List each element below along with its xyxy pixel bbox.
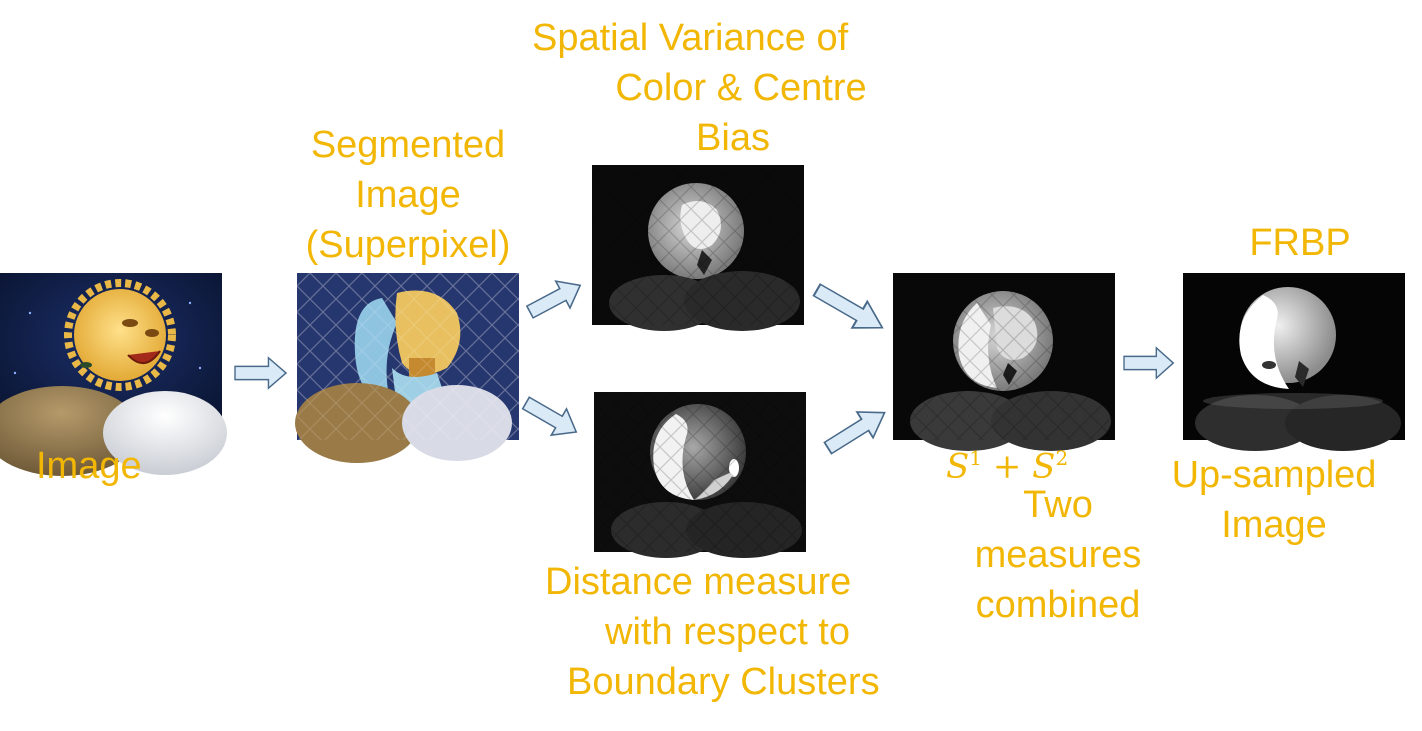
boundary-distance-saliency-map-icon	[594, 392, 806, 558]
arrow-spatial-to-combined	[808, 275, 891, 342]
arrow-input-to-segmented	[234, 357, 287, 389]
label-segmented-line-1: Segmented	[310, 124, 506, 166]
formula-sup2: 2	[1055, 446, 1069, 470]
label-two-measures-combined: Two measures combined	[960, 480, 1156, 630]
label-combined-line-1: Two	[1023, 484, 1093, 526]
formula-s1: S	[946, 446, 970, 487]
formula-sup1: 1	[969, 446, 983, 470]
label-spatial-line-1: Spatial Variance of	[532, 17, 849, 59]
superpixel-segmentation-icon	[295, 273, 519, 463]
label-upsampled-line-1: Up-sampled	[1171, 454, 1377, 496]
label-distance-line-3: Boundary Clusters	[567, 661, 880, 703]
label-segmented-line-2: Image	[355, 174, 461, 216]
combined-saliency-map-icon	[893, 273, 1115, 451]
label-spatial-line-3: Bias	[696, 117, 770, 159]
arrow-combined-to-upsampled	[1123, 347, 1175, 379]
label-upsampled-line-2: Image	[1221, 504, 1327, 546]
label-frbp: FRBP	[1249, 222, 1351, 264]
arrow-distance-to-combined	[819, 398, 894, 462]
label-distance-line-2: with respect to	[605, 611, 850, 653]
label-upsampled-image: Up-sampled Image	[1158, 450, 1390, 550]
label-spatial-variance: Spatial Variance of Color & Centre Bias	[532, 13, 882, 163]
label-segmented: Segmented Image (Superpixel)	[290, 120, 526, 270]
arrow-segmented-to-spatial	[522, 271, 589, 327]
arrow-segmented-to-distance	[517, 389, 585, 446]
formula-plus: +	[992, 446, 1022, 487]
formula-s2: S	[1032, 446, 1056, 487]
label-combined-line-3: combined	[975, 584, 1141, 626]
label-combined-line-2: measures	[974, 534, 1142, 576]
label-distance-measure: Distance measure with respect to Boundar…	[545, 557, 915, 707]
combined-formula: S1 + S2	[946, 446, 1068, 486]
label-spatial-line-2: Color & Centre	[615, 67, 867, 109]
label-input-image: Image	[36, 445, 142, 487]
upsampled-saliency-map-icon	[1183, 273, 1405, 451]
spatial-variance-saliency-map-icon	[592, 165, 804, 331]
input-photo-moon-sun-icon	[0, 273, 227, 476]
label-distance-line-1: Distance measure	[545, 561, 852, 603]
label-segmented-line-3: (Superpixel)	[305, 224, 511, 266]
